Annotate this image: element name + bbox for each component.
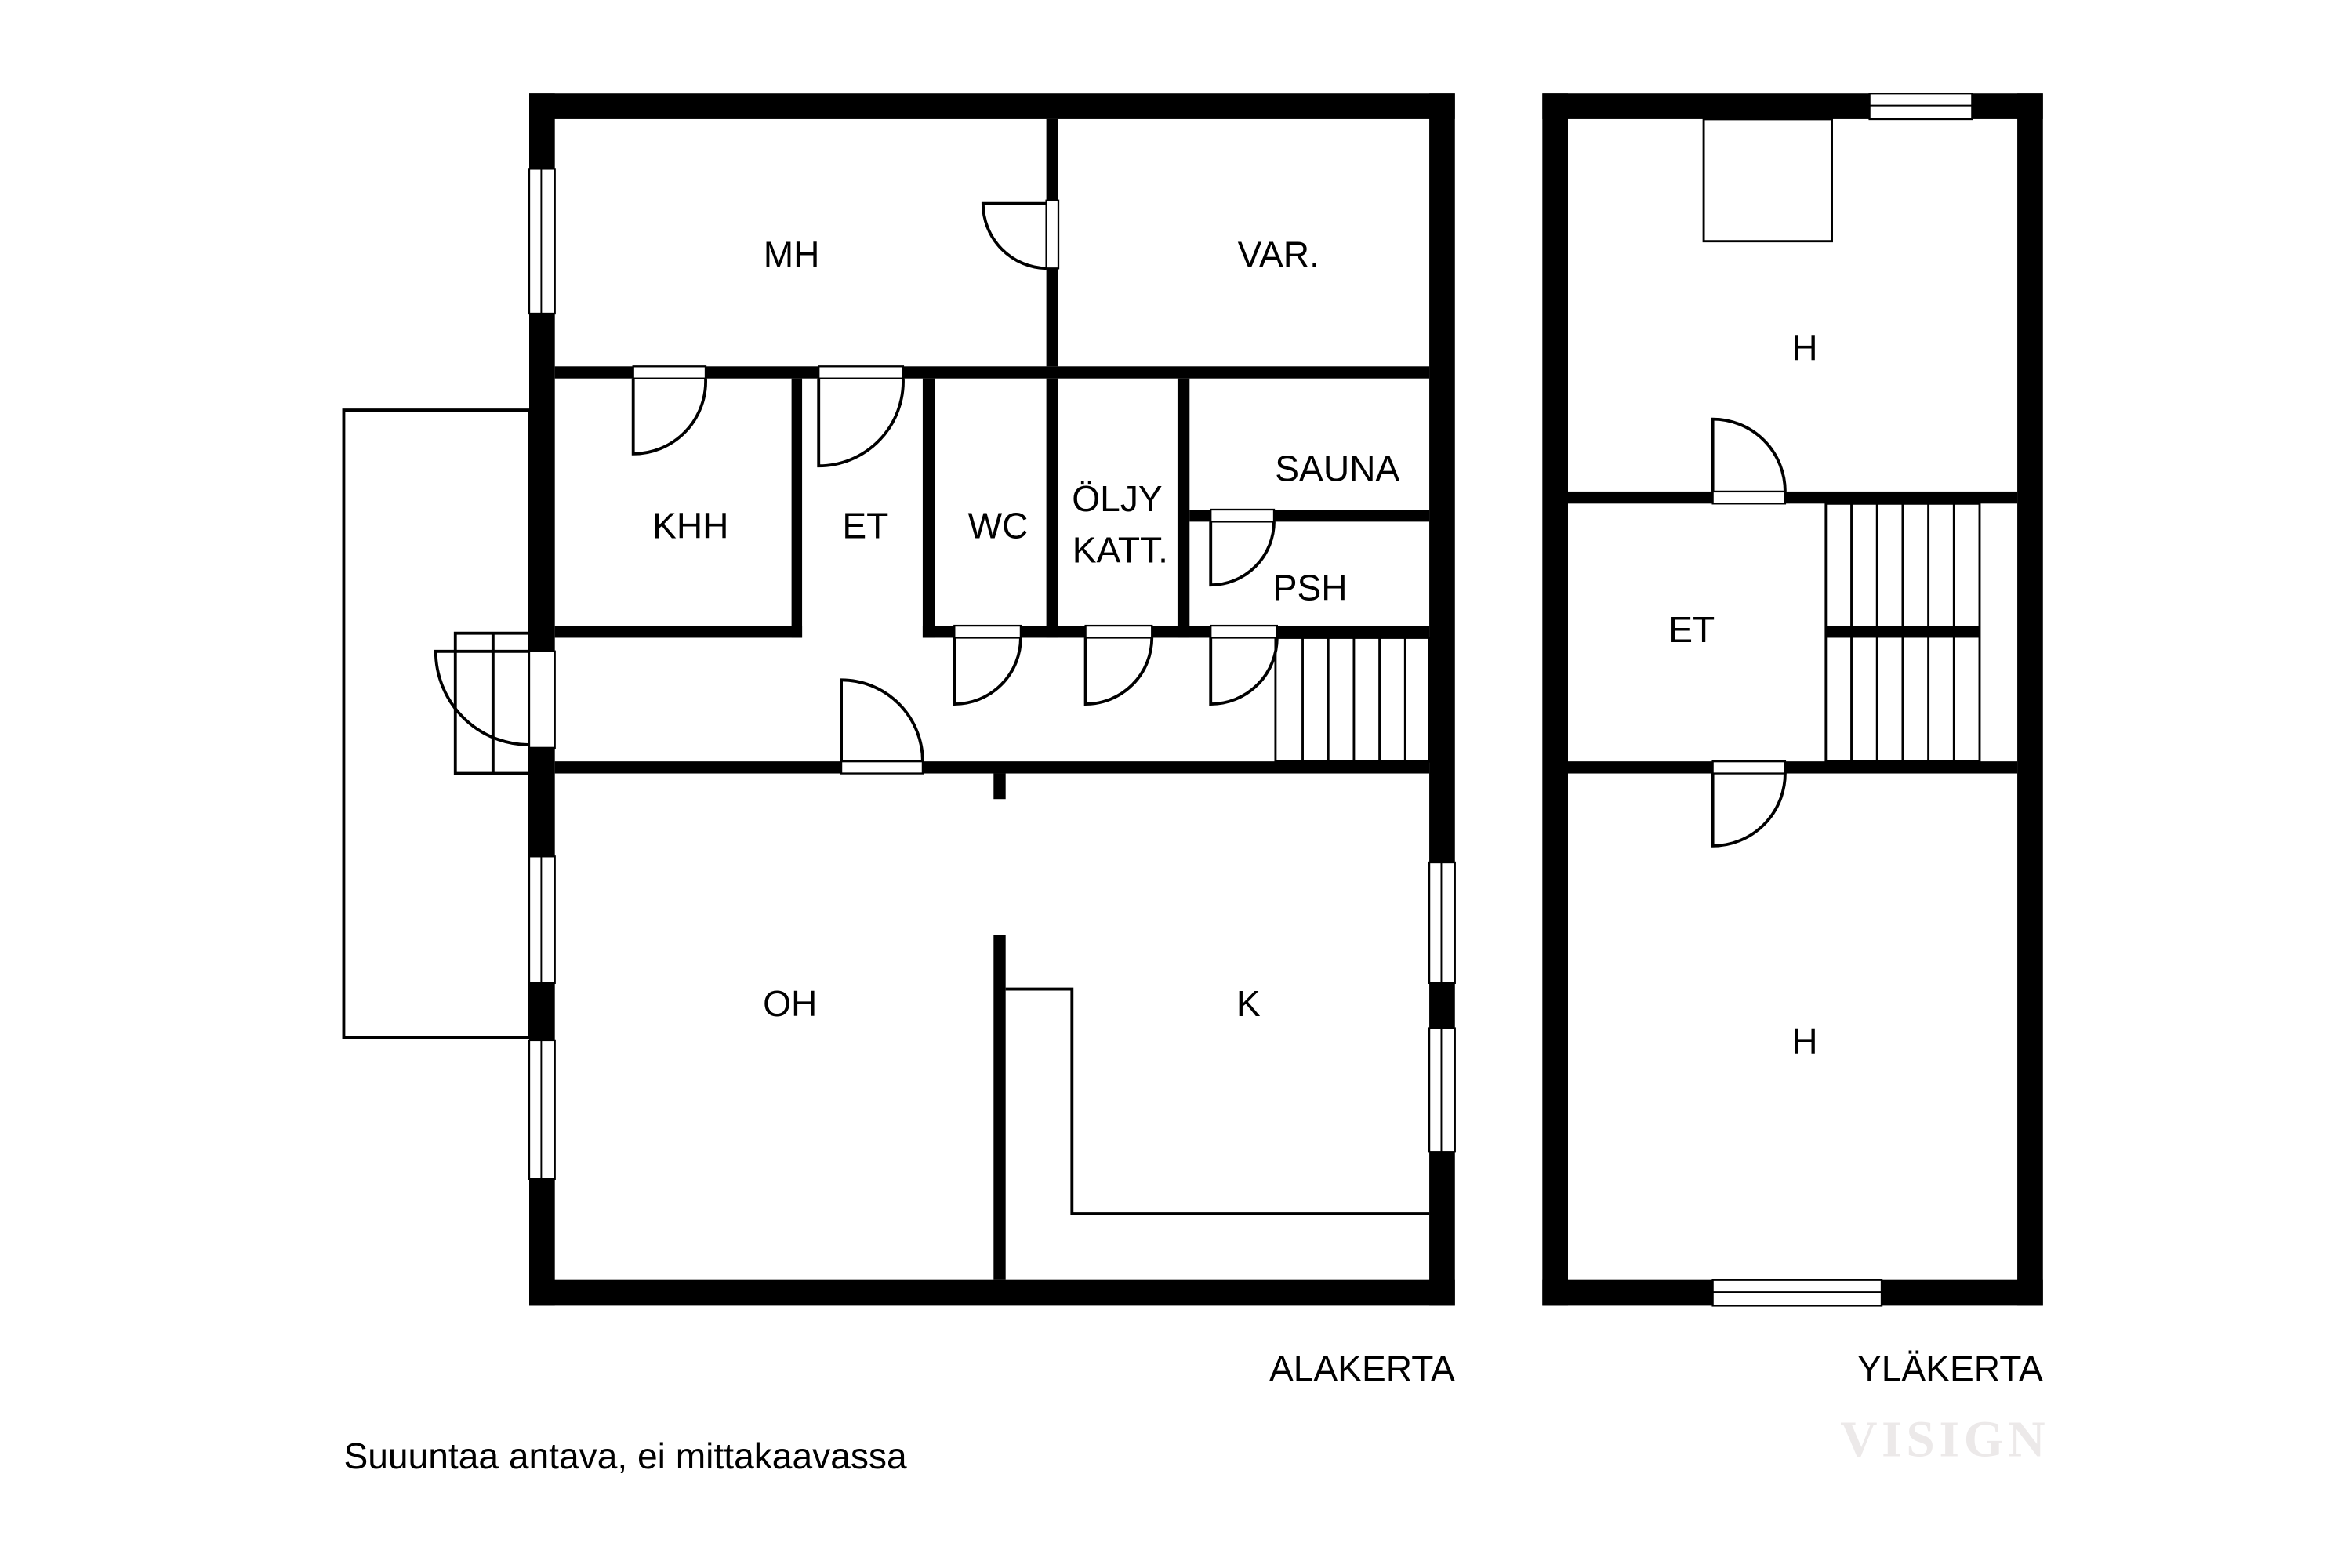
entrance-steps [453,631,531,775]
door-oljy [1083,637,1154,706]
kitchen-counter [1005,987,1430,1215]
room-label-khh: KHH [652,506,728,546]
lower-floor-title: ALAKERTA [1269,1348,1455,1389]
stairs-upper [1824,502,1981,763]
stairs-lower [1274,637,1431,763]
door-upper-et [1711,773,1787,848]
lower-floor-walls [529,93,1455,1306]
room-label-mh: MH [764,234,820,274]
terrace [342,408,531,1039]
door-psh [1209,521,1276,587]
room-label-upper-et: ET [1668,609,1715,650]
room-label-et: ET [842,506,888,546]
door-upper-h [1711,417,1787,492]
watermark-logo: VISIGN [1840,1412,2049,1468]
door-entrance [434,649,530,746]
upper-floor-walls [1542,93,2043,1306]
windows [528,93,1973,1307]
room-label-oh: OH [763,983,817,1024]
door-oh [840,678,924,762]
door-wc [953,637,1022,706]
door-mh [981,201,1047,270]
room-label-h-bottom: H [1791,1021,1817,1062]
room-label-k: K [1236,983,1261,1024]
room-label-wc: WC [968,506,1029,546]
chimney [1702,118,1833,243]
disclaimer: Suuuntaa antava, ei mittakaavassa [343,1436,907,1476]
room-label-psh: PSH [1273,567,1348,608]
door-sauna [1209,637,1279,706]
upper-windows [1711,93,1973,1307]
door-openings [529,200,1785,774]
upper-floor-title: YLÄKERTA [1857,1348,2043,1389]
room-label-oljy: ÖLJY [1072,478,1162,519]
door-et [817,378,905,468]
room-label-katt: KATT. [1073,529,1168,570]
room-label-h-top: H [1791,328,1817,368]
door-khh [631,378,707,456]
room-label-sauna: SAUNA [1275,448,1399,488]
room-label-var: VAR. [1238,234,1319,274]
